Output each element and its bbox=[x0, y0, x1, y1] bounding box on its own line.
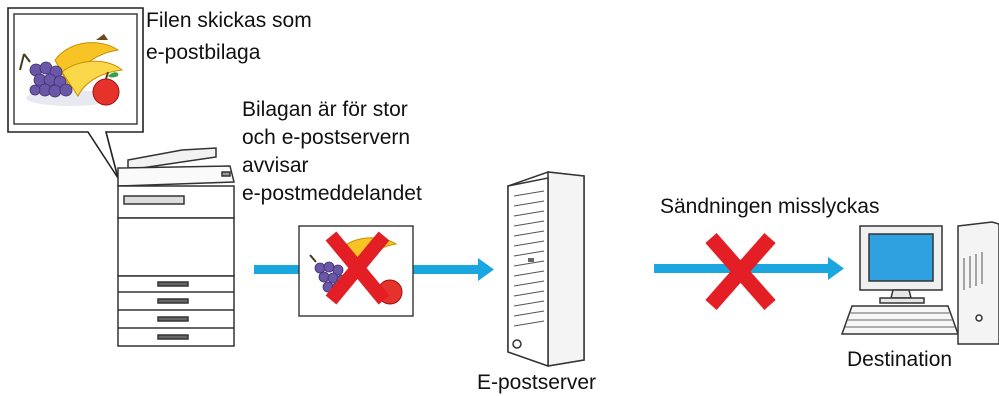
fruit-image bbox=[19, 34, 124, 106]
monitor-screen bbox=[868, 233, 934, 282]
rejection-caption-line3: avvisar bbox=[242, 154, 309, 177]
send-failed-caption: Sändningen misslyckas bbox=[660, 195, 880, 218]
mail-server-label: E-postserver bbox=[477, 371, 597, 394]
rejection-caption-line4: e-postmeddelandet bbox=[242, 182, 422, 205]
attachment-callout bbox=[7, 7, 144, 179]
rejection-caption-line1: Bilagan är för stor bbox=[242, 98, 408, 121]
destination-label: Destination bbox=[847, 348, 953, 371]
pc-tower bbox=[957, 221, 999, 345]
printer-icon bbox=[117, 147, 235, 347]
attachment-caption-line2: e-postbilaga bbox=[146, 41, 261, 64]
rejection-caption-line2: och e-postservern bbox=[242, 126, 411, 149]
rejected-attachment bbox=[298, 225, 414, 317]
destination-computer-icon bbox=[840, 221, 999, 345]
reject-cross-icon bbox=[325, 231, 390, 305]
mail-server-icon bbox=[507, 171, 585, 368]
attachment-caption-line1: Filen skickas som bbox=[146, 9, 312, 32]
rejection-caption: Bilagan är för stor och e-postservern av… bbox=[242, 96, 422, 208]
send-failed-cross-icon bbox=[705, 233, 776, 310]
